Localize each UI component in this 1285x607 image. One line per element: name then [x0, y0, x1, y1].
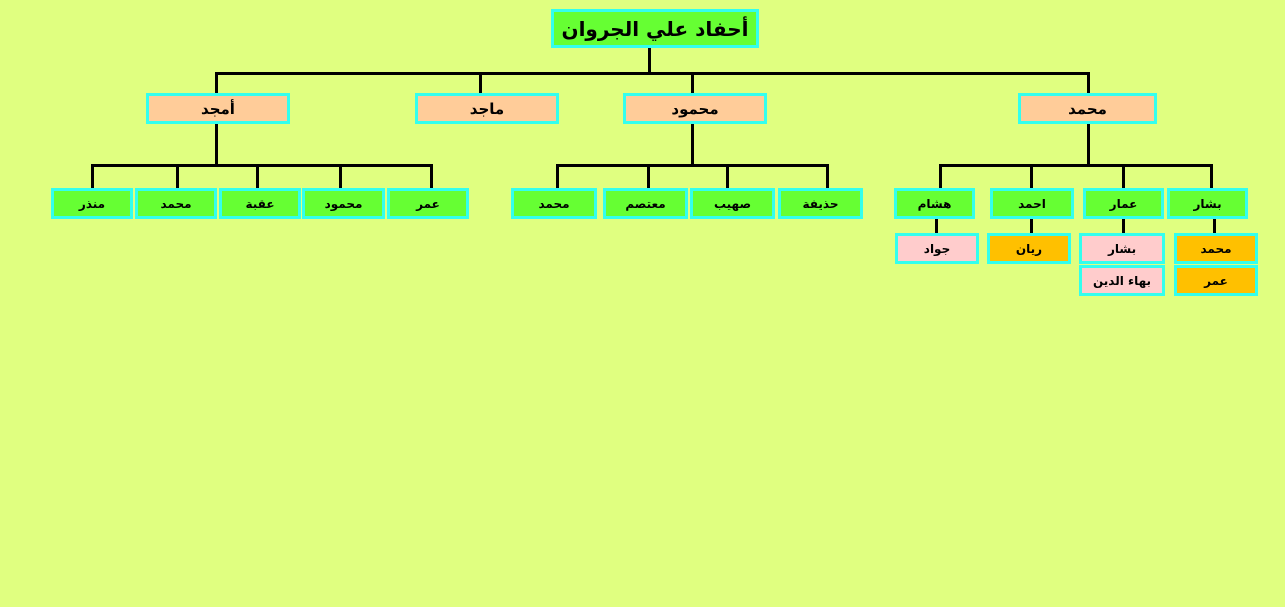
- node-great-grandchild: ريان: [987, 233, 1071, 264]
- connector-line: [1030, 164, 1033, 189]
- connector-line: [691, 123, 694, 166]
- connector-line: [648, 46, 651, 74]
- node-great-grandchild: عمر: [1174, 265, 1258, 296]
- node-grandchild: عقبة: [219, 188, 301, 219]
- node-grandchild: عمار: [1083, 188, 1164, 219]
- node-great-grandchild: بهاء الدين: [1079, 265, 1165, 296]
- connector-line: [1210, 164, 1213, 189]
- connector-line: [691, 72, 694, 94]
- connector-line: [939, 164, 942, 189]
- node-child-mohammed: محمد: [1018, 93, 1157, 124]
- connector-line: [215, 123, 218, 166]
- connector-line: [647, 164, 650, 189]
- connector-line: [215, 72, 218, 94]
- connector-line: [91, 164, 94, 189]
- connector-line: [726, 164, 729, 189]
- connector-line: [1122, 218, 1125, 234]
- connector-line: [339, 164, 342, 189]
- connector-line: [430, 164, 433, 189]
- node-grandchild: عمر: [387, 188, 469, 219]
- node-grandchild: محمد: [511, 188, 597, 219]
- node-grandchild: حذيفة: [778, 188, 863, 219]
- node-grandchild: احمد: [990, 188, 1074, 219]
- connector-line: [256, 164, 259, 189]
- node-grandchild: هشام: [894, 188, 975, 219]
- connector-line: [556, 164, 559, 189]
- root-node: أحفاد علي الجروان: [551, 9, 759, 48]
- node-great-grandchild: بشار: [1079, 233, 1165, 264]
- connector-line: [556, 164, 829, 167]
- node-child-mahmoud: محمود: [623, 93, 767, 124]
- connector-line: [1087, 72, 1090, 94]
- node-grandchild: بشار: [1167, 188, 1248, 219]
- connector-line: [1030, 218, 1033, 234]
- node-grandchild: منذر: [51, 188, 133, 219]
- connector-line: [935, 218, 938, 234]
- node-child-majed: ماجد: [415, 93, 559, 124]
- node-great-grandchild: محمد: [1174, 233, 1258, 264]
- node-grandchild: محمد: [135, 188, 217, 219]
- connector-line: [176, 164, 179, 189]
- node-great-grandchild: جواد: [895, 233, 979, 264]
- connector-line: [91, 164, 433, 167]
- connector-line: [1122, 164, 1125, 189]
- connector-line: [215, 72, 1090, 75]
- connector-line: [1087, 123, 1090, 166]
- node-grandchild: معتصم: [603, 188, 688, 219]
- node-grandchild: محمود: [302, 188, 385, 219]
- connector-line: [1213, 218, 1216, 234]
- connector-line: [479, 72, 482, 94]
- connector-line: [939, 164, 1213, 167]
- connector-line: [826, 164, 829, 189]
- node-grandchild: صهيب: [690, 188, 775, 219]
- node-child-amjad: أمجد: [146, 93, 290, 124]
